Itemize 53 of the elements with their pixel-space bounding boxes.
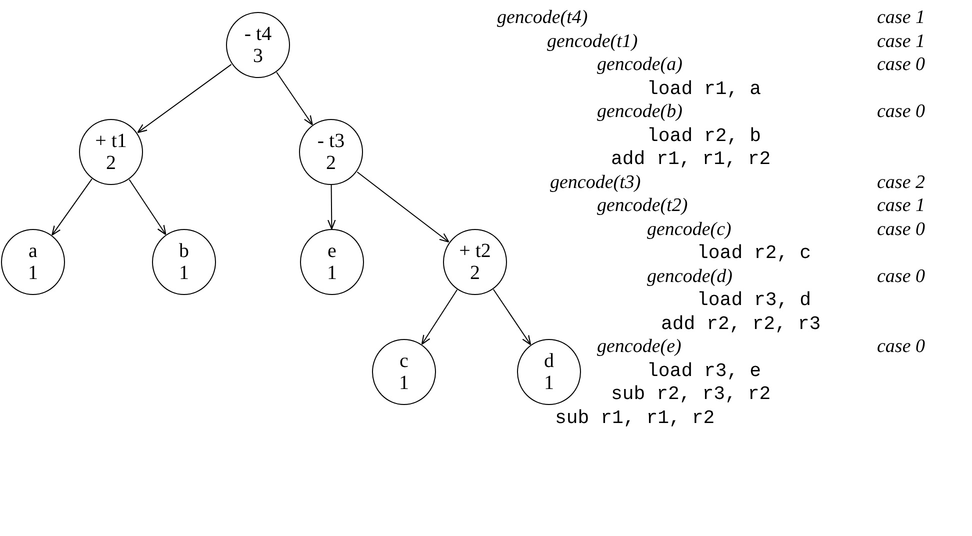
node-label: d <box>544 350 554 372</box>
instruction: add r2, r2, r3 <box>661 312 821 334</box>
node-count: 2 <box>106 152 116 174</box>
node-count: 1 <box>179 262 189 284</box>
case-label: case 1 <box>877 195 926 217</box>
function-call: gencode(t2) <box>597 195 688 217</box>
node-count: 1 <box>544 372 554 394</box>
case-label: case 0 <box>877 218 926 240</box>
case-label: case 2 <box>877 172 926 194</box>
node-count: 2 <box>326 152 336 174</box>
node-label: a <box>28 240 38 262</box>
arrow <box>52 178 92 236</box>
node-label: b <box>179 240 189 262</box>
instruction: sub r2, r3, r2 <box>611 383 771 405</box>
function-call: gencode(a) <box>597 54 682 76</box>
arrow <box>356 172 450 242</box>
node-label: c <box>400 350 408 372</box>
function-call: gencode(e) <box>597 336 682 358</box>
case-label: case 0 <box>877 336 926 358</box>
instruction: load r2, b <box>647 124 762 146</box>
node-label: e <box>328 240 336 262</box>
node-label: + t2 <box>459 240 491 262</box>
arrow <box>421 289 458 345</box>
function-call: gencode(d) <box>647 266 732 288</box>
function-call: gencode(t4) <box>497 7 588 29</box>
node-count: 3 <box>253 45 263 67</box>
node-count: 1 <box>28 262 38 284</box>
case-label: case 0 <box>877 54 926 76</box>
instruction: sub r1, r1, r2 <box>555 406 715 428</box>
node-label: - t4 <box>244 23 272 45</box>
node-count: 2 <box>470 262 480 284</box>
case-label: case 1 <box>877 7 926 29</box>
function-call: gencode(b) <box>597 101 682 123</box>
function-call: gencode(c) <box>647 218 732 240</box>
node-count: 1 <box>399 372 409 394</box>
function-call: gencode(t3) <box>550 172 641 194</box>
case-label: case 1 <box>877 30 926 52</box>
function-call: gencode(t1) <box>547 30 638 52</box>
case-label: case 0 <box>877 266 926 288</box>
instruction: add r1, r1, r2 <box>611 148 771 170</box>
instruction: load r3, e <box>647 360 762 382</box>
arrow <box>128 179 166 236</box>
instruction: load r1, a <box>647 78 762 100</box>
instruction: load r2, c <box>697 242 812 264</box>
arrow <box>137 64 232 134</box>
arrow <box>276 72 313 126</box>
arrow <box>327 184 336 230</box>
arrow <box>492 288 532 346</box>
node-count: 1 <box>327 262 337 284</box>
instruction: load r3, d <box>697 289 812 311</box>
node-label: + t1 <box>95 130 127 152</box>
case-label: case 0 <box>877 101 926 123</box>
node-label: - t3 <box>317 130 345 152</box>
